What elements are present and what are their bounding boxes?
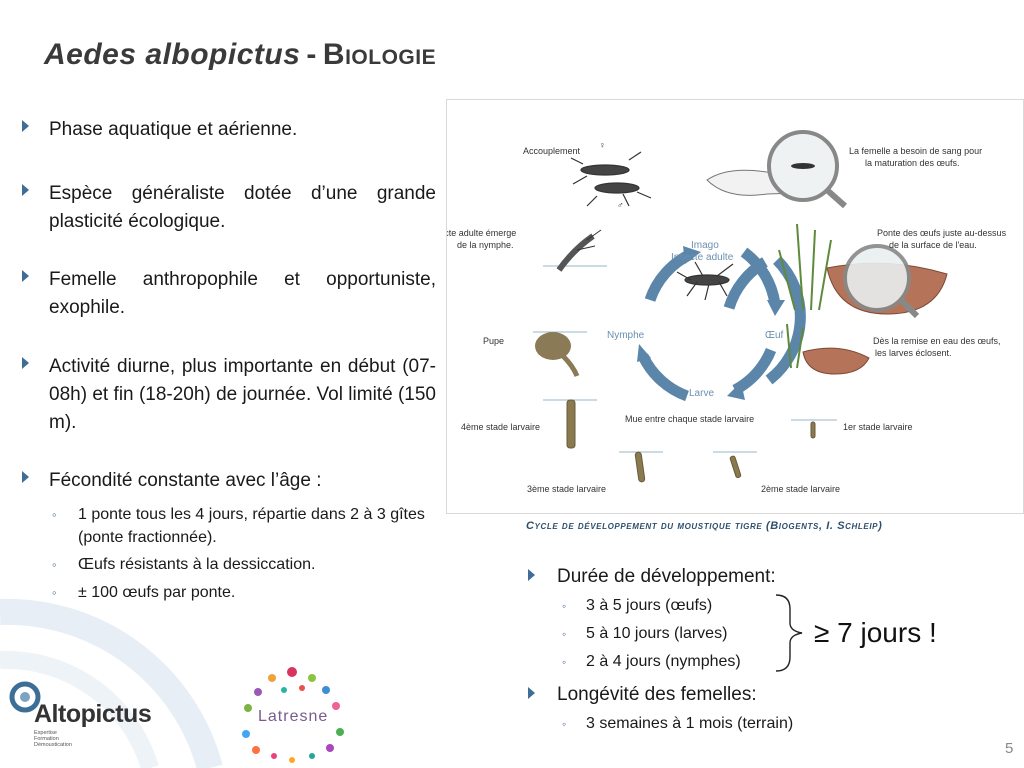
label-nymphe: Nymphe [607, 330, 645, 341]
label-stade1: 1er stade larvaire [843, 422, 913, 432]
bullet-marker-icon [528, 569, 535, 581]
dev-item-2: ◦ 5 à 10 jours (larves) [562, 623, 727, 645]
title-species: Aedes albopictus [44, 38, 301, 71]
altopictus-logo-name: Altopictus [34, 700, 152, 728]
latresne-logo-icon [242, 667, 344, 763]
bullet-text: Activité diurne, plus importante en débu… [49, 356, 436, 433]
bullet-marker-icon [22, 184, 29, 196]
emerging-adult-icon [543, 229, 607, 272]
title-dash: - [306, 38, 317, 71]
label-ponte-2: de la surface de l'eau. [889, 240, 977, 250]
bullet-4: Activité diurne, plus importante en débu… [22, 353, 436, 437]
label-emerge-1: L'insecte adulte émerge [447, 228, 516, 238]
label-ponte-1: Ponte des œufs juste au-dessus [877, 228, 1007, 238]
sub-bullet-marker-icon: ◦ [52, 557, 57, 572]
bullet-text: Fécondité constante avec l’âge : [49, 470, 322, 491]
sub-bullet-marker-icon: ◦ [562, 599, 567, 613]
label-female-blood-2: la maturation des œufs. [865, 158, 960, 168]
pupa-icon [533, 331, 587, 377]
dev-duration-title: Durée de développement: [557, 566, 776, 587]
latresne-logo-name: Latresne [258, 708, 329, 725]
slide-title: Aedes albopictus-Biologie [44, 38, 436, 72]
dev-item-text: 2 à 4 jours (nymphes) [586, 653, 741, 670]
label-stade2: 2ème stade larvaire [761, 484, 840, 494]
label-emerge-2: de la nymphe. [457, 240, 514, 250]
label-larve: Larve [689, 388, 714, 399]
hand-magnifier-icon [706, 130, 847, 209]
arrowhead-icon [727, 382, 745, 400]
dev-duration-bullet: Durée de développement: [528, 564, 776, 590]
label-eclosion-2: les larves éclosent. [875, 348, 952, 358]
grass-bowl-icon [778, 223, 948, 375]
label-oeuf: Œuf [765, 330, 784, 341]
sub-bullet-marker-icon: ◦ [562, 627, 567, 641]
longevity-item-text: 3 semaines à 1 mois (terrain) [586, 715, 794, 732]
label-eclosion-1: Dès la remise en eau des œufs, [873, 336, 1001, 346]
sub-bullet-marker-icon: ◦ [562, 717, 567, 731]
mating-mosquitoes-icon [570, 151, 652, 207]
altopictus-logo-tagline: Expertise Formation Démoustication [34, 730, 72, 748]
figure-caption: Cycle de développement du moustique tigr… [526, 520, 883, 532]
sub-bullet-marker-icon: ◦ [52, 585, 57, 600]
arrowhead-icon [683, 246, 701, 264]
label-stade3: 3ème stade larvaire [527, 484, 606, 494]
bullet-marker-icon [528, 687, 535, 699]
sub-bullet-marker-icon: ◦ [52, 507, 57, 522]
sub-bullet-text: ± 100 œufs par ponte. [78, 584, 236, 601]
male-symbol-icon: ♂ [617, 200, 624, 210]
label-imago-2: Insecte adulte [671, 252, 734, 263]
dev-item-1: ◦ 3 à 5 jours (œufs) [562, 595, 712, 617]
bullet-text: Femelle anthropophile et opportuniste, e… [49, 269, 436, 318]
bullet-1: Phase aquatique et aérienne. [22, 116, 436, 144]
sub-bullet-text: 1 ponte tous les 4 jours, répartie dans … [78, 506, 425, 546]
total-duration-result: ≥ 7 jours ! [814, 617, 937, 648]
longevity-bullet: Longévité des femelles: [528, 682, 757, 708]
bullet-3: Femelle anthropophile et opportuniste, e… [22, 266, 436, 322]
arrowhead-icon [767, 300, 785, 316]
dev-item-3: ◦ 2 à 4 jours (nymphes) [562, 651, 741, 673]
label-imago-1: Imago [691, 240, 719, 251]
title-topic: Biologie [322, 38, 437, 71]
dev-item-text: 3 à 5 jours (œufs) [586, 597, 713, 614]
sub-bullet-1: ◦ 1 ponte tous les 4 jours, répartie dan… [52, 503, 438, 549]
longevity-item-1: ◦ 3 semaines à 1 mois (terrain) [562, 713, 793, 735]
arrow-larve-nymphe [638, 353, 690, 402]
page-number: 5 [1005, 740, 1014, 757]
label-pupe: Pupe [483, 336, 504, 346]
sub-bullet-2: ◦ Œufs résistants à la dessiccation. [52, 553, 438, 576]
sub-bullet-3: ◦ ± 100 œufs par ponte. [52, 581, 438, 604]
female-symbol-icon: ♀ [599, 140, 606, 150]
altopictus-logo-icon [9, 681, 41, 713]
bullet-marker-icon [22, 357, 29, 369]
sub-bullet-marker-icon: ◦ [562, 655, 567, 669]
arrow-imago-oeuf [740, 247, 781, 305]
label-female-blood-1: La femelle a besoin de sang pour [849, 146, 982, 156]
dev-item-text: 5 à 10 jours (larves) [586, 625, 728, 642]
label-mue: Mue entre chaque stade larvaire [625, 414, 754, 424]
label-stade4: 4ème stade larvaire [461, 422, 540, 432]
label-accouplement: Accouplement [523, 146, 581, 156]
curly-brace-icon [775, 594, 803, 672]
larvae-icon [543, 399, 837, 483]
longevity-title: Longévité des femelles: [557, 684, 757, 705]
lifecycle-figure: Accouplement ♀ ♂ La femelle a besoin de … [421, 99, 1024, 514]
lifecycle-diagram: Accouplement ♀ ♂ La femelle a besoin de … [421, 130, 1007, 494]
decorative-arcs [0, 598, 223, 768]
bullet-text: Espèce généraliste dotée d’une grande pl… [49, 183, 436, 232]
bullet-2: Espèce généraliste dotée d’une grande pl… [22, 180, 436, 236]
sub-bullet-text: Œufs résistants à la dessiccation. [78, 556, 316, 573]
bullet-marker-icon [22, 270, 29, 282]
bullet-5: Fécondité constante avec l’âge : [22, 467, 436, 495]
arrowhead-icon [637, 344, 651, 362]
bullet-marker-icon [22, 120, 29, 132]
bullet-marker-icon [22, 471, 29, 483]
adult-mosquito-icon [676, 261, 734, 301]
bullet-text: Phase aquatique et aérienne. [49, 119, 298, 140]
